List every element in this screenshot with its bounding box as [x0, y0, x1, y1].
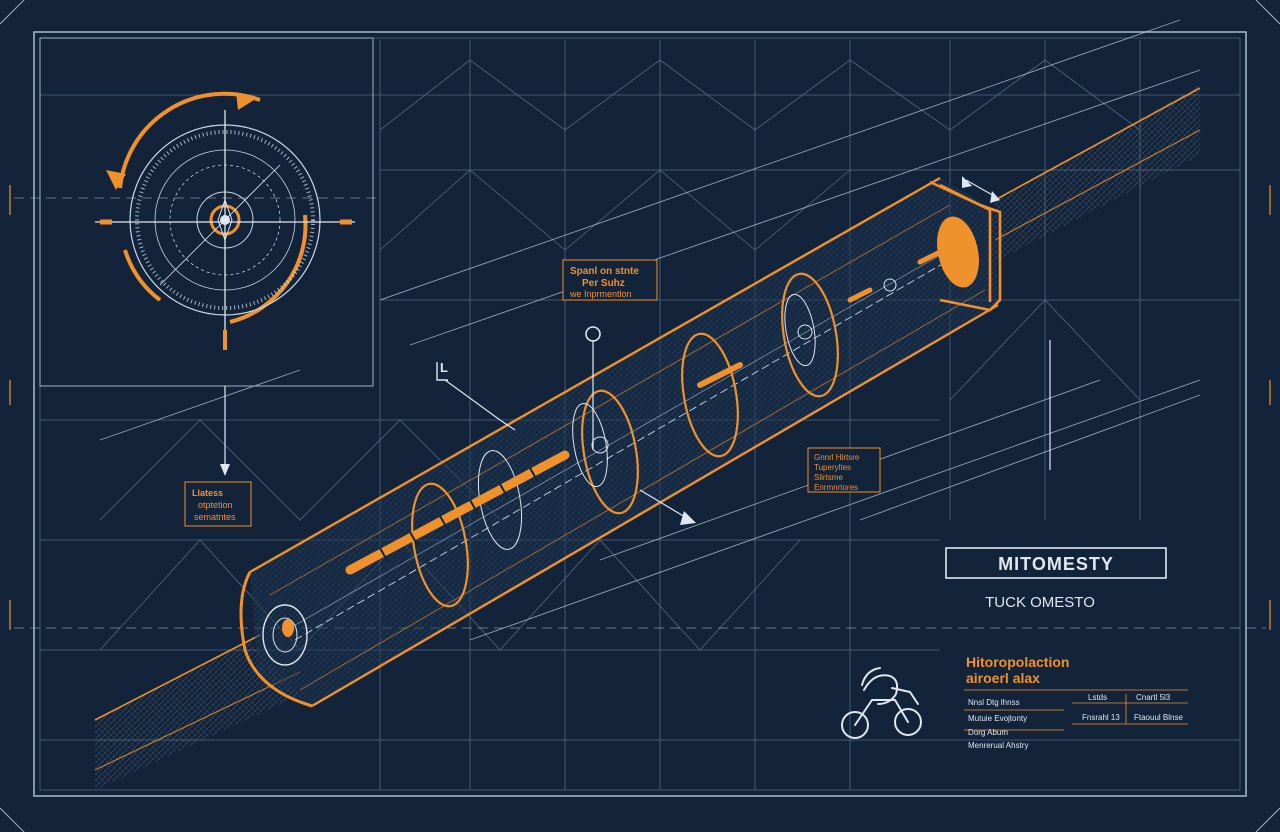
info-mid-row-1: Lstds: [1088, 693, 1107, 702]
info-table: [964, 689, 1188, 731]
callout-right-line2: Tuperyltes: [814, 463, 851, 472]
marker-label: L: [440, 360, 448, 375]
info-left-row-2: Mutuie Evojtonty: [968, 714, 1027, 723]
compass-outer-arc: [118, 91, 308, 324]
pipe-right-extension: [994, 85, 1201, 262]
callout-left-line2: otptetion: [198, 500, 233, 510]
section-rings: [411, 272, 839, 608]
callout-center-line2: Per Suhz: [582, 278, 625, 289]
compass-arrow-left: [106, 170, 126, 190]
callout-right-line1: Gnnrl Hlrtsre: [814, 453, 860, 462]
compass-arrow-top: [236, 92, 254, 110]
motorcycle-icon: [841, 667, 922, 739]
leader-arrowheads: [220, 176, 1000, 525]
leader-lines: [224, 179, 1051, 521]
info-right-row-2: Ftaouul Blnse: [1134, 713, 1183, 722]
info-right-row-1: Cnartl 5l3: [1136, 693, 1171, 702]
callout-center-line3: we Inprmentlon: [569, 289, 632, 299]
center-axis-lines: [14, 197, 1266, 629]
title-text: MITOMESTY: [998, 554, 1114, 574]
cylinder-body: [249, 176, 999, 708]
callout-left-line3: sematntes: [194, 512, 236, 522]
inner-core-ticks: [379, 467, 539, 563]
callout-right: Gnnrl Hlrtsre Tuperyltes Slirtsme Enrmnr…: [807, 447, 881, 493]
callout-left-line1: Llatess: [192, 488, 223, 498]
title-box: [945, 547, 1167, 579]
cylinder-left-cap: [239, 571, 313, 708]
inner-core: [345, 249, 943, 575]
title-block: MITOMESTY TUCK OMESTO Hitoropolaction ai…: [841, 547, 1188, 750]
callout-right-line4: Enrmnrtores: [814, 483, 858, 492]
info-left-row-4: Menrerual Ahstry: [968, 741, 1028, 750]
diagonal-guides: [99, 19, 1201, 641]
pipe-left-extension: [94, 634, 301, 790]
callout-right-line3: Slirtsme: [814, 473, 843, 482]
info-left-row-3: Dorg Abum: [968, 728, 1008, 737]
center-marker-circle: [585, 326, 601, 342]
subtitle-text: TUCK OMESTO: [985, 594, 1095, 611]
callout-center: Spanl on stnte Per Suhz we Inprmentlon: [562, 259, 658, 301]
compass-widget: [39, 37, 374, 387]
marker-bracket: [436, 362, 448, 381]
info-mid-row-2: Fnsrahl 13: [1082, 713, 1120, 722]
heading-line1: Hitoropolaction: [966, 654, 1069, 670]
heading-line2: airoerl alax: [966, 670, 1040, 686]
cylinder-right-cap: [929, 180, 1002, 312]
callout-center-line1: Spanl on stnte: [570, 266, 639, 277]
callout-left: Llatess otptetion sematntes: [184, 481, 252, 527]
info-left-row-1: Nnsl Dtg lhnss: [968, 698, 1020, 707]
frame-tick-marks: [9, 185, 1271, 630]
